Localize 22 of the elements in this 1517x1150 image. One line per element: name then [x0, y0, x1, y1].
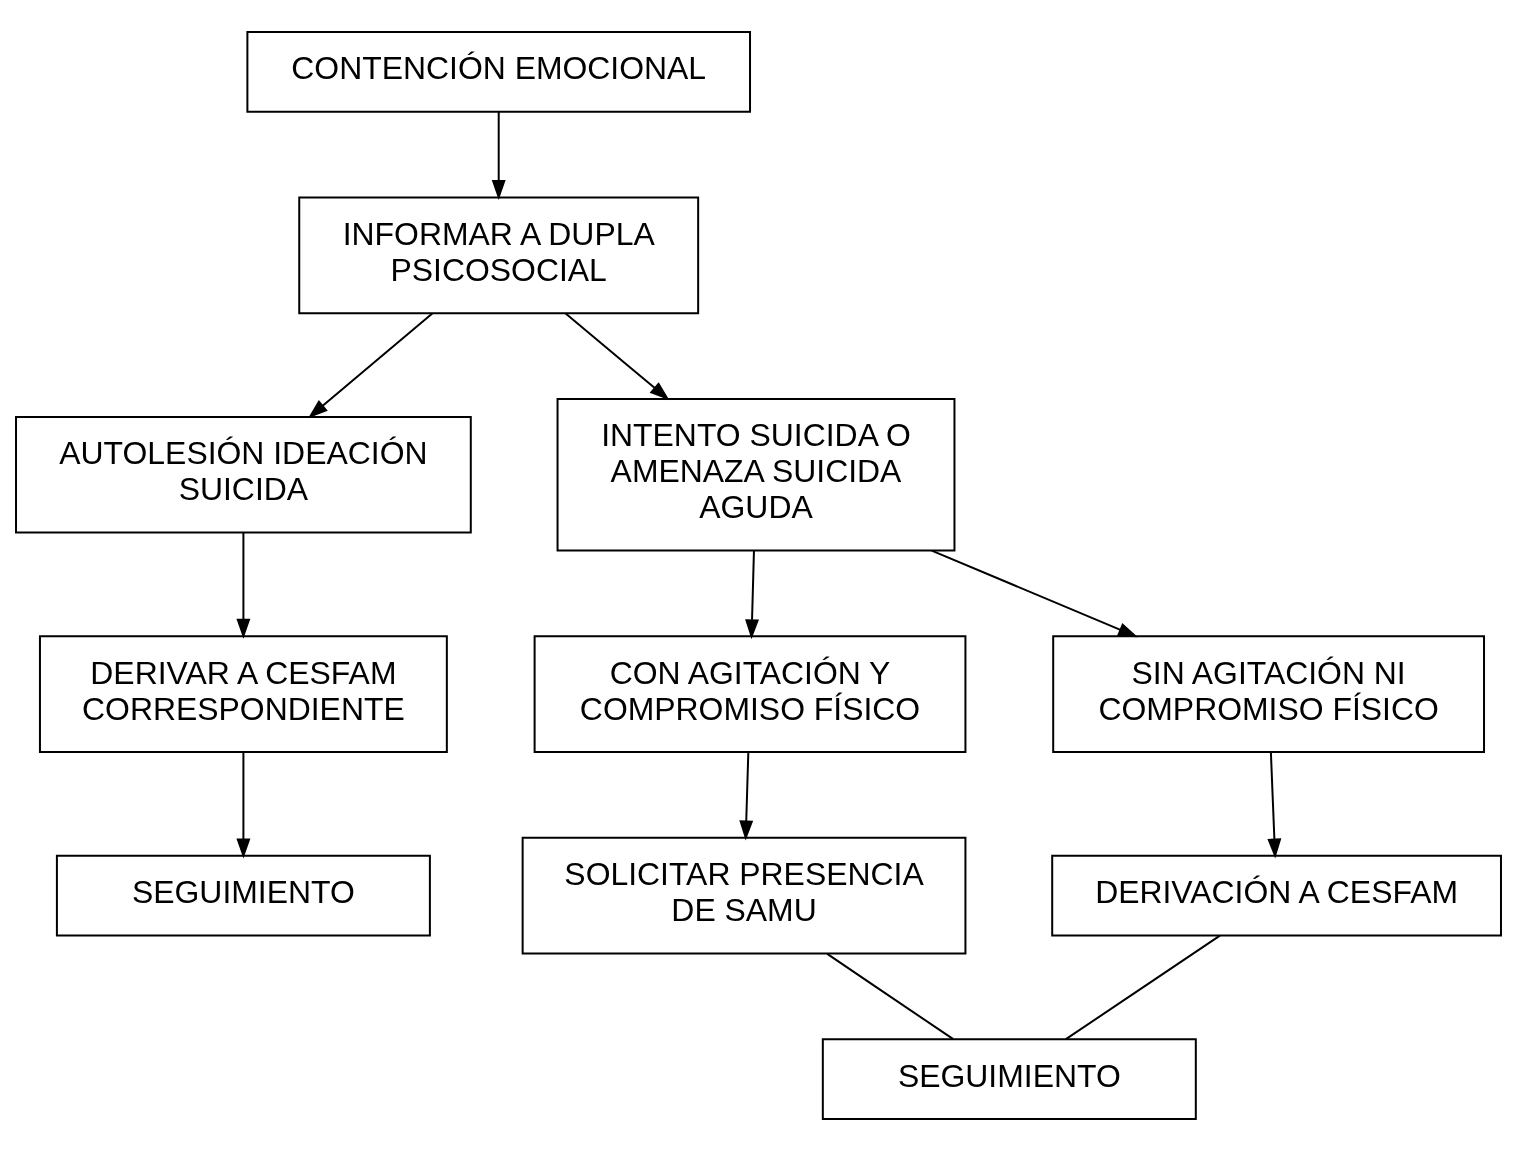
node-box: AUTOLESIÓN IDEACIÓN SUICIDA [15, 415, 472, 534]
node-box: INFORMAR A DUPLA PSICOSOCIAL [298, 196, 700, 314]
arrow [739, 750, 754, 840]
arrow [236, 750, 251, 859]
node-box: DERIVACIÓN A CESFAM [1051, 854, 1502, 936]
arrow [1267, 750, 1282, 859]
arrow [491, 110, 506, 200]
arrow [745, 549, 760, 639]
node-box: SIN AGITACIÓN NI COMPROMISO FÍSICO [1052, 634, 1486, 753]
node-box: CONTENCIÓN EMOCIONAL [246, 30, 751, 113]
node-box: CON AGITACIÓN Y COMPROMISO FÍSICO [533, 634, 967, 753]
node-box: SEGUIMIENTO [55, 854, 431, 936]
node-box: DERIVAR A CESFAM CORRESPONDIENTE [38, 634, 448, 753]
node-box: SOLICITAR PRESENCIA DE SAMU [521, 836, 967, 954]
connector [1064, 934, 1221, 1040]
node-box: SEGUIMIENTO [821, 1037, 1197, 1120]
arrow [236, 531, 251, 639]
node-box: INTENTO SUICIDA O AMENAZA SUICIDA AGUDA [556, 397, 956, 552]
arrow [308, 311, 434, 418]
connector [826, 952, 955, 1040]
arrow [564, 311, 670, 400]
arrow [930, 549, 1139, 637]
